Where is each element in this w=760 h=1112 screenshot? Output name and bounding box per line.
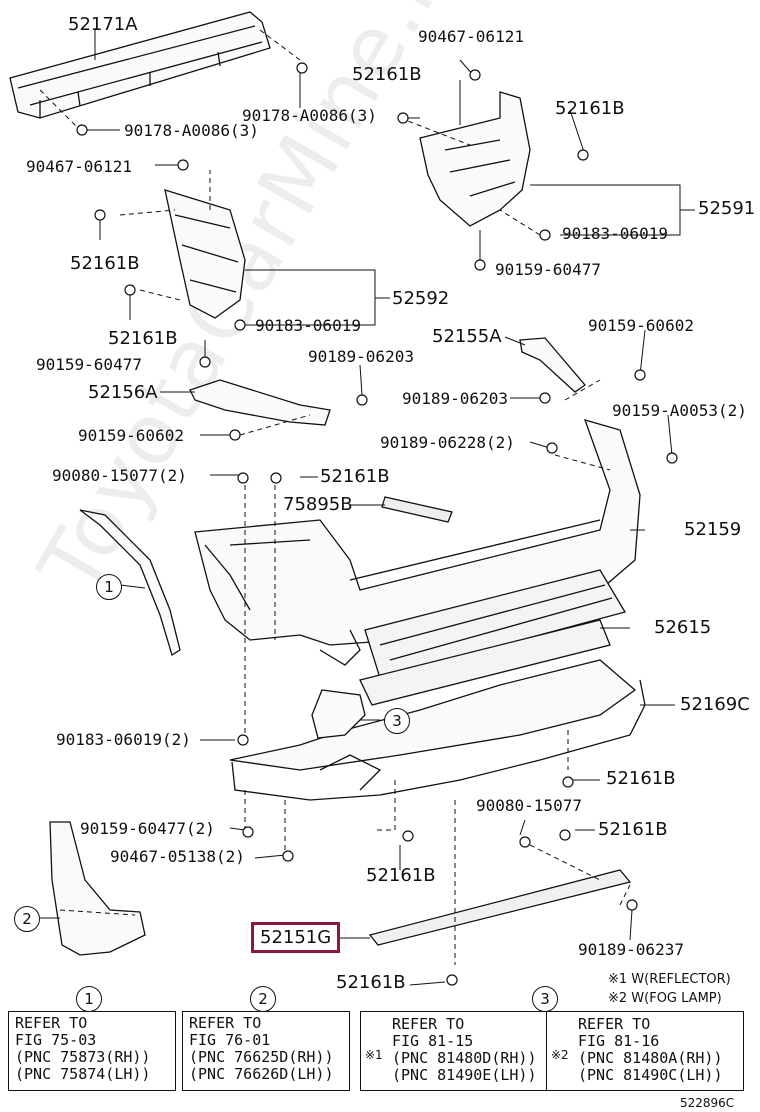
part-label-90159-60477[interactable]: 90159-60477(2)	[80, 819, 215, 838]
part-label-52161B[interactable]: 52161B	[366, 865, 436, 886]
part-label-52156A[interactable]: 52156A	[88, 382, 158, 403]
part-label-52151G-highlighted[interactable]: 52151G	[251, 922, 341, 953]
energy-absorber-52615	[359, 569, 626, 706]
part-label-90159-60477[interactable]: 90159-60477	[36, 355, 142, 374]
part-label-52155A[interactable]: 52155A	[432, 326, 502, 347]
part-label-90080-15077[interactable]: 90080-15077	[476, 796, 582, 815]
part-label-90159-60602[interactable]: 90159-60602	[78, 426, 184, 445]
part-label-90189-06203[interactable]: 90189-06203	[402, 389, 508, 408]
part-label-52615[interactable]: 52615	[654, 617, 712, 638]
ref-box-circle-3: 3	[532, 986, 558, 1012]
reference-box-3a: REFER TO FIG 81-15 (PNC 81480D(RH)) (PNC…	[392, 1015, 537, 1084]
part-label-90467-06121[interactable]: 90467-06121	[26, 157, 132, 176]
part-label-90189-06228[interactable]: 90189-06228(2)	[380, 433, 515, 452]
part-label-52592[interactable]: 52592	[392, 288, 450, 309]
part-label-90467-06121[interactable]: 90467-06121	[418, 27, 524, 46]
part-label-90159-60602[interactable]: 90159-60602	[588, 316, 694, 335]
part-label-90189-06237[interactable]: 90189-06237	[578, 940, 684, 959]
mudflap-ref2	[49, 821, 146, 956]
part-label-52161B[interactable]: 52161B	[336, 972, 406, 993]
part-label-52161B[interactable]: 52161B	[70, 253, 140, 274]
part-label-52161B[interactable]: 52161B	[555, 98, 625, 119]
ref-box-circle-2: 2	[250, 986, 276, 1012]
ref-mark-1: ※1	[365, 1048, 383, 1062]
part-label-90183-06019[interactable]: 90183-06019	[255, 316, 361, 335]
reference-box-2[interactable]: REFER TO FIG 76-01 (PNC 76625D(RH)) (PNC…	[182, 1011, 350, 1091]
part-label-75895B[interactable]: 75895B	[283, 494, 353, 515]
molding-52151G	[368, 869, 632, 946]
reflector-strip-75895B	[381, 496, 453, 523]
ref-circle-2[interactable]: 2	[14, 906, 40, 932]
reference-box-3b: REFER TO FIG 81-16 (PNC 81480A(RH)) (PNC…	[578, 1015, 723, 1084]
part-label-90467-05138[interactable]: 90467-05138(2)	[110, 847, 245, 866]
part-label-90080-15077[interactable]: 90080-15077(2)	[52, 466, 187, 485]
part-label-90159-60477[interactable]: 90159-60477	[495, 260, 601, 279]
part-label-90183-06019[interactable]: 90183-06019(2)	[56, 730, 191, 749]
part-label-90159-A0053[interactable]: 90159-A0053(2)	[612, 401, 747, 420]
reference-box-divider	[546, 1011, 547, 1091]
bracket-52156A	[189, 379, 331, 426]
part-label-52169C[interactable]: 52169C	[680, 694, 750, 715]
reference-box-3[interactable]	[360, 1011, 744, 1091]
reflector-ref3	[311, 689, 366, 739]
reinforcement-beam-52171A	[9, 11, 271, 119]
part-label-52159[interactable]: 52159	[684, 519, 742, 540]
ref-circle-3[interactable]: 3	[384, 708, 410, 734]
part-label-52161B[interactable]: 52161B	[598, 819, 668, 840]
part-label-90189-06203[interactable]: 90189-06203	[308, 347, 414, 366]
bracket-52591	[419, 91, 531, 227]
note-fog-lamp: ※2 W(FOG LAMP)	[608, 991, 722, 1006]
part-label-90178-A0086[interactable]: 90178-A0086(3)	[242, 106, 377, 125]
part-label-52161B[interactable]: 52161B	[352, 64, 422, 85]
part-label-90183-06019[interactable]: 90183-06019	[562, 224, 668, 243]
part-label-52161B[interactable]: 52161B	[606, 768, 676, 789]
reference-box-1[interactable]: REFER TO FIG 75-03 (PNC 75873(RH)) (PNC …	[8, 1011, 176, 1091]
part-label-52161B[interactable]: 52161B	[320, 466, 390, 487]
ref-circle-1[interactable]: 1	[96, 574, 122, 600]
part-label-90178-A0086[interactable]: 90178-A0086(3)	[124, 121, 259, 140]
figure-code: 522896C	[680, 1096, 735, 1110]
side-trim-ref1	[79, 509, 181, 657]
part-label-52161B[interactable]: 52161B	[108, 328, 178, 349]
bracket-52592	[164, 189, 246, 319]
part-label-52171A[interactable]: 52171A	[68, 14, 138, 35]
bracket-52155A	[519, 337, 586, 393]
note-reflector: ※1 W(REFLECTOR)	[608, 972, 731, 987]
part-label-52591[interactable]: 52591	[698, 198, 756, 219]
ref-box-circle-1: 1	[76, 986, 102, 1012]
ref-mark-2: ※2	[551, 1048, 569, 1062]
